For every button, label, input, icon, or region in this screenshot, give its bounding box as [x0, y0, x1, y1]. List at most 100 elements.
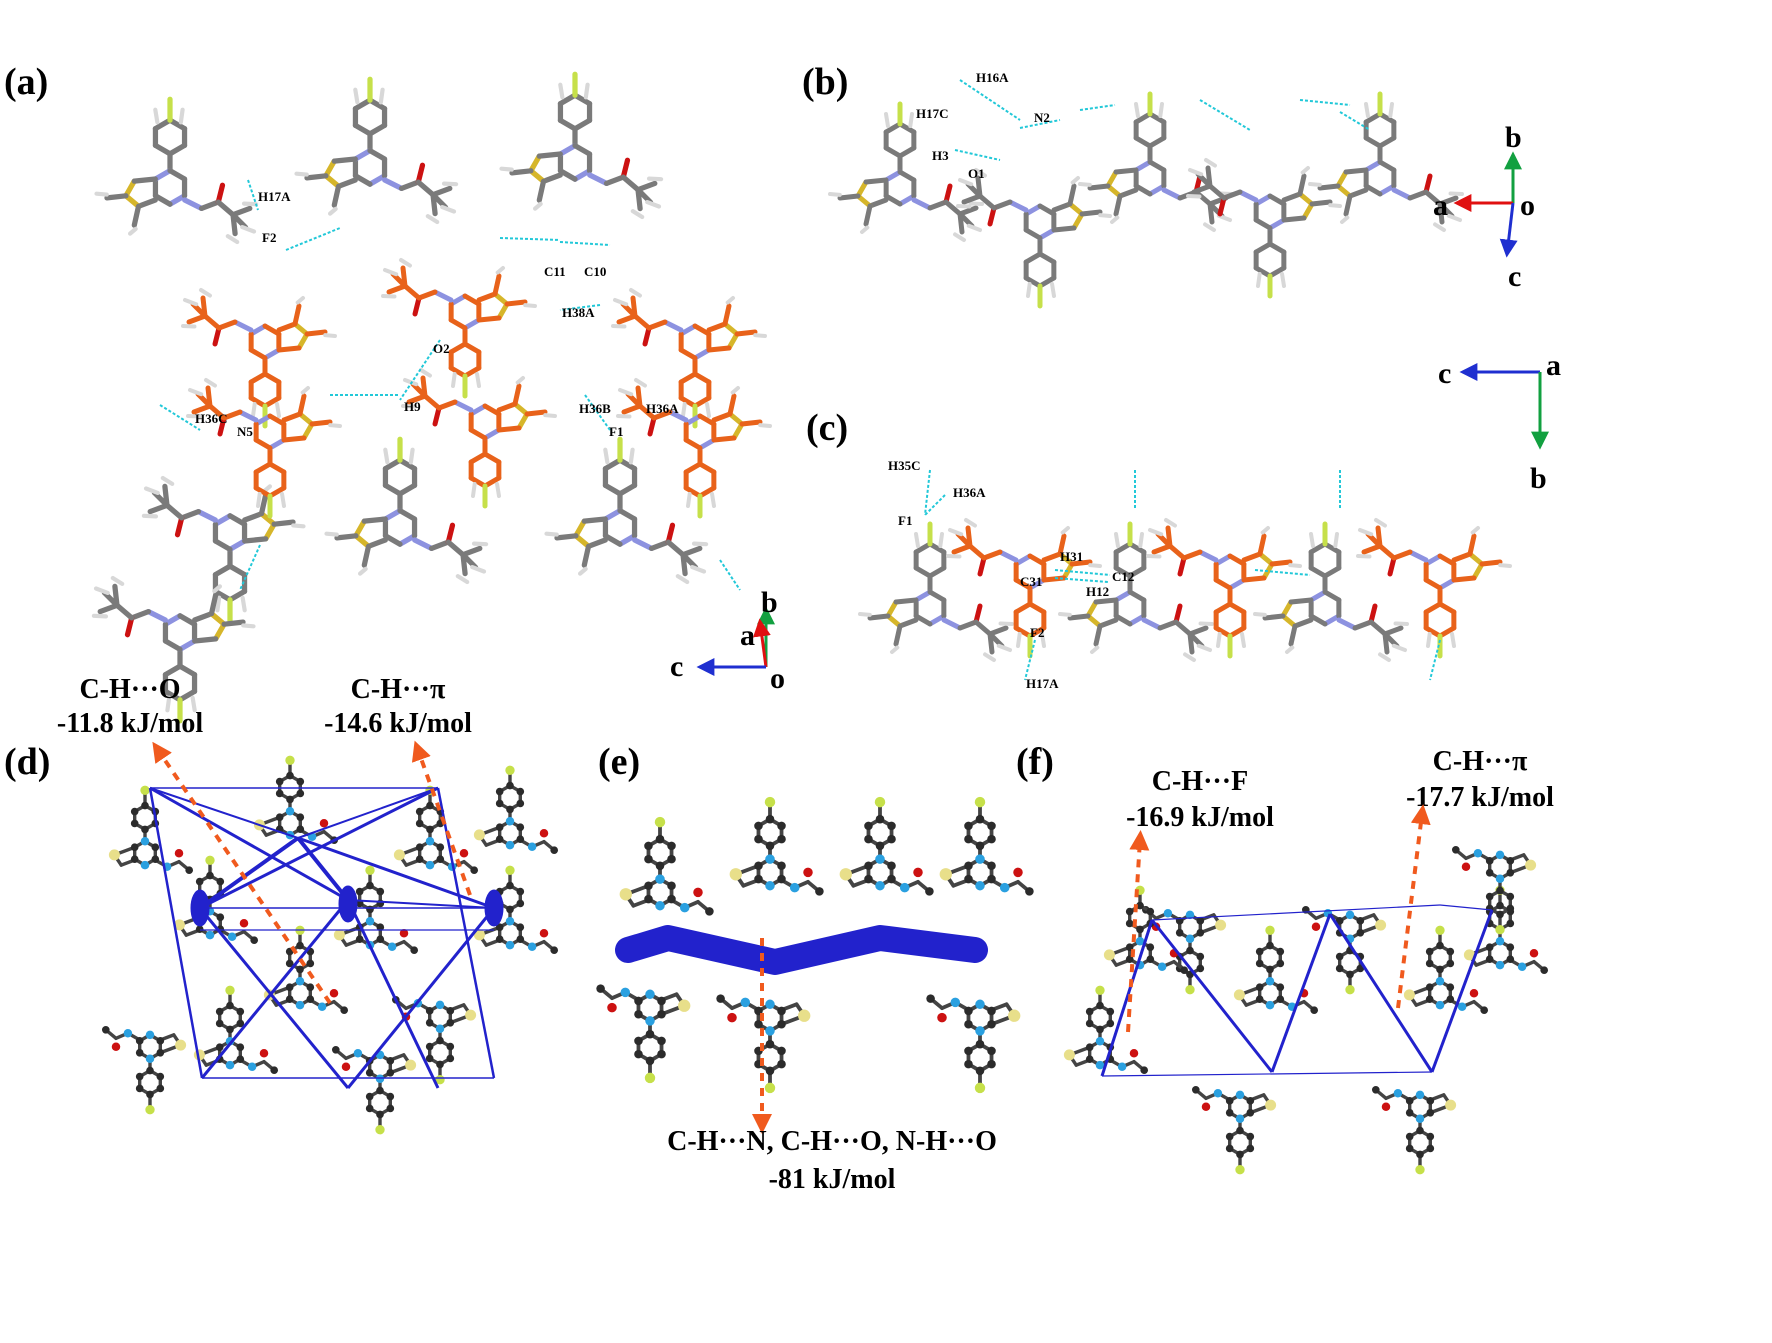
atom-label-f1: F1: [609, 424, 623, 439]
panel-label-f: (f): [1016, 741, 1054, 783]
axis-label-origin: o: [770, 662, 785, 695]
molecule: [596, 984, 691, 1084]
atom-label-c11: C11: [544, 264, 566, 279]
molecule: [253, 755, 339, 845]
axis-label-c: c: [1438, 357, 1451, 390]
molecule: [611, 288, 767, 429]
panel-f: (f) C-H···F -16.9 kJ/mol C-H···π -17.7 k…: [1016, 741, 1554, 1175]
atom-label-h17a: H17A: [1026, 676, 1059, 691]
arrow-ch-pi-f: [1396, 804, 1431, 1009]
atom-label-f2: F2: [1030, 625, 1044, 640]
panel-e-molecules: [596, 796, 1034, 1094]
molecule: [381, 258, 537, 399]
atom-label-f2: F2: [262, 230, 276, 245]
molecule: [1141, 905, 1227, 995]
molecule: [473, 765, 559, 855]
atom-label-o2: O2: [433, 341, 450, 356]
axis-a-arrow: [752, 618, 771, 668]
arrow-ch-o: [152, 741, 332, 1005]
axis-label-origin: o: [1520, 189, 1535, 222]
molecule: [1078, 91, 1234, 232]
atom-label-n5: N5: [237, 424, 253, 439]
panel-f-energy-framework: [1100, 904, 1494, 1077]
molecule: [956, 168, 1112, 309]
molecule: [1058, 521, 1214, 662]
molecule: [1063, 985, 1149, 1075]
panel-b-atom-labels: H16A H17C N2 H3 O1: [916, 70, 1050, 181]
atom-label-h36b: H36B: [579, 401, 611, 416]
panel-b-axes: b a c o: [1433, 121, 1535, 293]
atom-label-h17a: H17A: [258, 189, 291, 204]
panel-f-molecules: [1063, 845, 1549, 1175]
interaction-d1-energy: -11.8 kJ/mol: [57, 708, 203, 739]
panel-c: (c) H35C H36A F1 H31 C31 C12 H12 F2 H17A…: [806, 349, 1561, 691]
molecule: [616, 378, 772, 519]
interaction-f1-energy: -16.9 kJ/mol: [1126, 802, 1274, 833]
molecule: [729, 796, 824, 896]
atom-label-h9: H9: [404, 399, 421, 414]
molecule: [939, 796, 1034, 896]
panel-a-atom-labels: H17A F2 C11 C10 H38A O2 H9 H36B H36A F1 …: [195, 189, 679, 439]
interaction-d1-type: C-H···O: [79, 674, 180, 705]
molecule: [544, 436, 709, 585]
molecule: [1186, 158, 1342, 299]
molecule: [499, 71, 664, 220]
interaction-f2-energy: -17.7 kJ/mol: [1406, 782, 1554, 813]
panel-e: (e) C-H···N, C-H···O, N-H···O -81 kJ/mol: [596, 741, 1034, 1195]
atom-label-h12: H12: [1086, 584, 1109, 599]
panel-label-d: (d): [4, 741, 50, 783]
molecule: [391, 995, 477, 1085]
panel-a-axes: b a c o: [670, 586, 785, 695]
molecule: [946, 518, 1102, 659]
atom-label-c31: C31: [1020, 574, 1042, 589]
atom-label-h3: H3: [932, 148, 949, 163]
atom-label-h36c: H36C: [195, 411, 228, 426]
panel-a-molecules: [91, 71, 772, 724]
axis-label-b: b: [1530, 462, 1547, 495]
atom-label-h35c: H35C: [888, 458, 921, 473]
molecule: [828, 101, 984, 242]
molecule: [108, 785, 194, 875]
panel-label-b: (b): [802, 61, 848, 103]
interaction-f1-type: C-H···F: [1152, 766, 1248, 797]
axis-label-c: c: [1508, 260, 1521, 293]
molecule: [1146, 518, 1302, 659]
arrow-ch-pi: [411, 740, 472, 896]
atom-label-o1: O1: [968, 166, 985, 181]
panel-b: (b) H16A H17C N2 H3 O1 b a c o: [802, 61, 1535, 309]
molecule: [839, 796, 934, 896]
molecule: [401, 368, 557, 509]
molecule: [1451, 845, 1537, 935]
panel-a: (a) H17A F2 C11 C10 H38A O2 H9 H36B H36A…: [4, 61, 785, 724]
panel-c-molecules: [858, 469, 1512, 681]
molecule: [294, 76, 459, 225]
atom-label-n2: N2: [1034, 110, 1050, 125]
panel-label-a: (a): [4, 61, 48, 103]
axis-label-a: a: [1546, 349, 1561, 382]
arrow-ch-f: [1126, 830, 1150, 1033]
axis-label-b: b: [761, 586, 778, 619]
interaction-d2-type: C-H···π: [351, 674, 446, 705]
molecule: [94, 96, 259, 245]
molecule: [926, 994, 1021, 1094]
molecule: [1308, 91, 1464, 232]
interaction-d2-energy: -14.6 kJ/mol: [324, 708, 472, 739]
molecule: [858, 521, 1014, 662]
panel-c-atom-labels: H35C H36A F1 H31 C31 C12 H12 F2 H17A: [888, 458, 1134, 691]
panel-label-c: (c): [806, 407, 848, 449]
atom-label-h38a: H38A: [562, 305, 595, 320]
axis-label-c: c: [670, 650, 683, 683]
panel-d-molecules: [101, 755, 559, 1135]
molecule: [393, 785, 479, 875]
molecule: [1191, 1085, 1277, 1175]
axis-label-a: a: [1433, 189, 1448, 222]
axis-label-b: b: [1505, 121, 1522, 154]
panel-d: (d) C-H···O -11.8 kJ/mol C-H···π -14.6 k…: [4, 674, 559, 1135]
molecule: [331, 1045, 417, 1135]
molecule: [186, 378, 342, 519]
molecule: [1253, 521, 1409, 662]
molecule: [1233, 925, 1319, 1015]
axis-c-arrow: [1499, 202, 1518, 258]
molecule: [1103, 885, 1189, 975]
molecule: [101, 1025, 187, 1115]
